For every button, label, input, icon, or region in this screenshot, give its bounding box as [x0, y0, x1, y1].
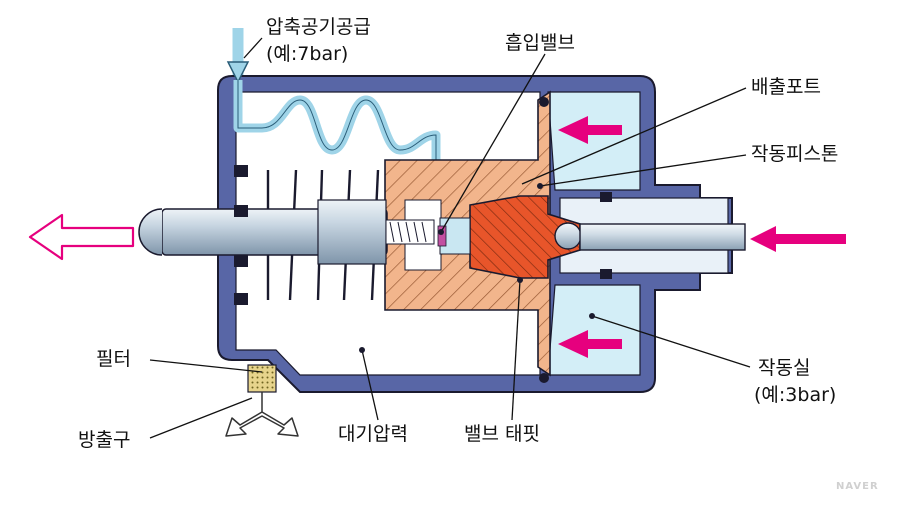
pressure-arrow-upper-icon	[558, 116, 622, 144]
label-atmospheric-pressure: 대기압력	[338, 423, 408, 445]
outlet-arrows	[225, 392, 299, 437]
label-actuating-piston: 작동피스톤	[751, 143, 838, 165]
valve-body	[437, 195, 581, 279]
label-intake-valve: 흡입밸브	[505, 32, 575, 54]
label-air-supply: 압축공기공급	[266, 16, 371, 38]
label-actuating-chamber-pressure: (예:3bar)	[754, 384, 836, 406]
pressure-arrow-lower-icon	[558, 330, 622, 358]
tappet-rod	[554, 222, 746, 251]
filter	[247, 364, 277, 393]
label-air-supply-pressure: (예:7bar)	[266, 43, 348, 65]
push-rod	[138, 199, 435, 265]
label-actuating-chamber: 작동실	[758, 357, 810, 379]
magenta-right-arrow-icon	[750, 226, 846, 252]
naver-watermark: NAVER	[836, 481, 879, 492]
label-outlet: 방출구	[78, 429, 130, 451]
label-filter: 필터	[96, 348, 131, 370]
hollow-left-arrow-icon	[28, 213, 135, 261]
seals	[234, 97, 612, 383]
leader-dots	[359, 183, 595, 353]
leader-lines	[149, 37, 751, 439]
air-supply-line	[226, 28, 441, 205]
label-valve-tappet: 밸브 태핏	[464, 423, 540, 445]
label-exhaust-port: 배출포트	[751, 76, 821, 98]
